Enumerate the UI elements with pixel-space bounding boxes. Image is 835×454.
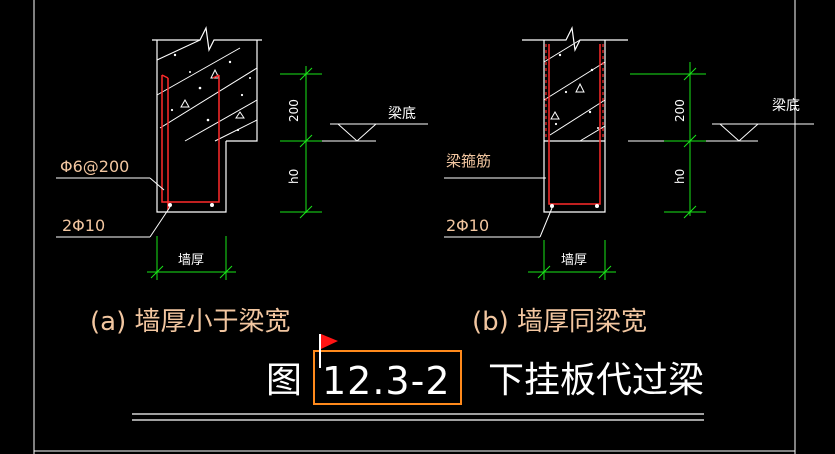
stirrup-label-a: Φ6@200 bbox=[60, 157, 129, 176]
stirrup-a bbox=[161, 74, 220, 210]
figure-title-text: 下挂板代过梁 bbox=[488, 360, 704, 401]
stirrup-b-dashes bbox=[545, 44, 604, 140]
wall-hatch-a bbox=[156, 39, 258, 142]
bottom-bar-label-a: 2Φ10 bbox=[62, 216, 105, 235]
leader-lines-a bbox=[56, 177, 171, 238]
figure-title: 图 12.3-2 下挂板代过梁 bbox=[132, 334, 704, 421]
stirrup-b bbox=[548, 44, 601, 205]
beam-bottom-label-a: 梁底 bbox=[388, 106, 416, 122]
drawing-frame bbox=[33, 0, 796, 454]
beam-bottom-symbol-b bbox=[628, 123, 814, 142]
wall-outline-b bbox=[543, 40, 606, 213]
flag-icon[interactable] bbox=[319, 334, 338, 368]
title-underline bbox=[132, 413, 704, 421]
dimension-bottom-b bbox=[528, 240, 616, 280]
caption-b: (b) 墙厚同梁宽 bbox=[472, 307, 647, 337]
figure-number[interactable]: 12.3-2 bbox=[322, 359, 451, 403]
beam-bottom-symbol-a bbox=[300, 123, 428, 142]
wall-thickness-label-a: 墙厚 bbox=[178, 253, 204, 268]
wall-outline-a bbox=[156, 40, 258, 213]
dimension-right-b bbox=[630, 62, 706, 219]
dim-upper-label-b: 200 bbox=[673, 99, 687, 122]
panel-b: 梁箍筋 2Φ10 墙厚 梁底 200 h0 (b) 墙厚同梁宽 bbox=[444, 25, 814, 337]
wall-break-line-b bbox=[522, 25, 628, 53]
bottom-bar-label-b: 2Φ10 bbox=[446, 216, 489, 235]
concrete-texture-b bbox=[554, 53, 599, 129]
caption-a: (a) 墙厚小于梁宽 bbox=[90, 307, 291, 337]
wall-thickness-label-b: 墙厚 bbox=[561, 253, 587, 268]
beam-bottom-label-b: 梁底 bbox=[772, 98, 800, 114]
bottom-bars-a bbox=[168, 203, 214, 207]
stirrup-label-b: 梁箍筋 bbox=[446, 152, 491, 170]
panel-a: Φ6@200 2Φ10 墙厚 梁底 200 h0 (a) 墙厚小于梁宽 bbox=[56, 25, 428, 337]
leader-lines-b bbox=[444, 177, 553, 238]
wall-break-line-a bbox=[152, 25, 262, 53]
concrete-texture-a bbox=[170, 53, 251, 132]
concrete-triangles-b bbox=[550, 82, 585, 120]
dim-lower-label-a: h0 bbox=[287, 169, 301, 184]
figure-number-highlight-box[interactable] bbox=[313, 350, 462, 405]
figure-prefix: 图 bbox=[266, 360, 302, 401]
dimension-right-a bbox=[280, 66, 322, 219]
dimension-bottom-a bbox=[147, 236, 236, 280]
dim-lower-label-b: h0 bbox=[673, 169, 687, 184]
bottom-bars-b bbox=[550, 204, 599, 208]
concrete-triangles-a bbox=[180, 68, 245, 119]
wall-hatch-b bbox=[543, 39, 606, 142]
dim-upper-label-a: 200 bbox=[287, 99, 301, 122]
